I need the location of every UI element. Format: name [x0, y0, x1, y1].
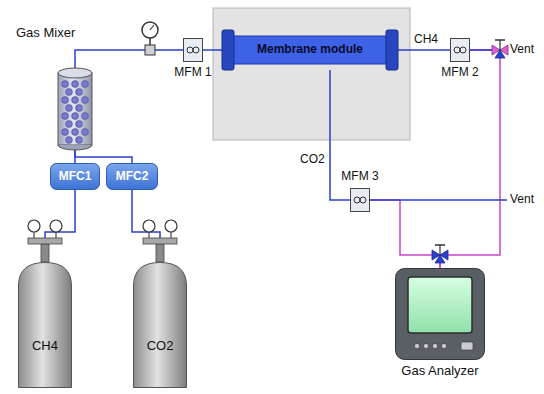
outlet-label: Vent — [510, 193, 534, 207]
node-label: MFC1 — [59, 170, 92, 184]
node-label: CH4 — [32, 339, 58, 354]
mfm-node: MFM 1 — [183, 38, 203, 62]
gas-line — [75, 150, 132, 163]
mfm-shape — [350, 188, 370, 212]
tube-node: Membrane module — [222, 30, 398, 70]
mixer-shape — [58, 68, 92, 150]
gas-line — [203, 49, 222, 51]
bottle-regulator — [28, 220, 62, 262]
bottle-shape — [133, 262, 187, 388]
gas-line — [440, 50, 500, 268]
three-way-valve — [492, 40, 508, 58]
node-label: Membrane module — [257, 43, 363, 57]
mfm-node: MFM 3 — [350, 188, 370, 212]
mixer-node: Gas Mixer — [58, 68, 92, 150]
node-label: MFC2 — [116, 170, 149, 184]
node-label: CO2 — [147, 339, 174, 354]
analyzer-shape — [395, 268, 485, 360]
mfc-node: MFC1 — [50, 163, 100, 190]
pressure-regulator — [142, 22, 158, 55]
sampling-valve — [432, 245, 448, 263]
analyzer-node: Gas Analyzer — [395, 268, 485, 360]
gas-line — [370, 200, 440, 268]
node-label: MFM 2 — [441, 66, 478, 80]
gas-line — [45, 190, 75, 262]
gas-line — [75, 50, 183, 68]
module-housing — [213, 8, 410, 140]
bottle-node: CO2 — [133, 262, 187, 388]
mfc-node: MFC2 — [106, 163, 158, 190]
gas-line — [398, 49, 450, 51]
outlet-label: Vent — [510, 43, 534, 57]
vent-line — [370, 199, 507, 201]
node-label: Gas Mixer — [16, 26, 75, 41]
mfm-shape — [450, 38, 470, 62]
line-label: CH4 — [412, 33, 440, 47]
line-label: CO2 — [298, 153, 327, 167]
node-label: MFM 1 — [174, 66, 211, 80]
node-label: MFM 3 — [341, 170, 378, 184]
bottle-node: CH4 — [18, 262, 72, 388]
bottle-regulator — [143, 220, 177, 262]
mfm-node: MFM 2 — [450, 38, 470, 62]
bottle-shape — [18, 262, 72, 388]
mfm-shape — [183, 38, 203, 62]
node-label: Gas Analyzer — [401, 364, 478, 379]
